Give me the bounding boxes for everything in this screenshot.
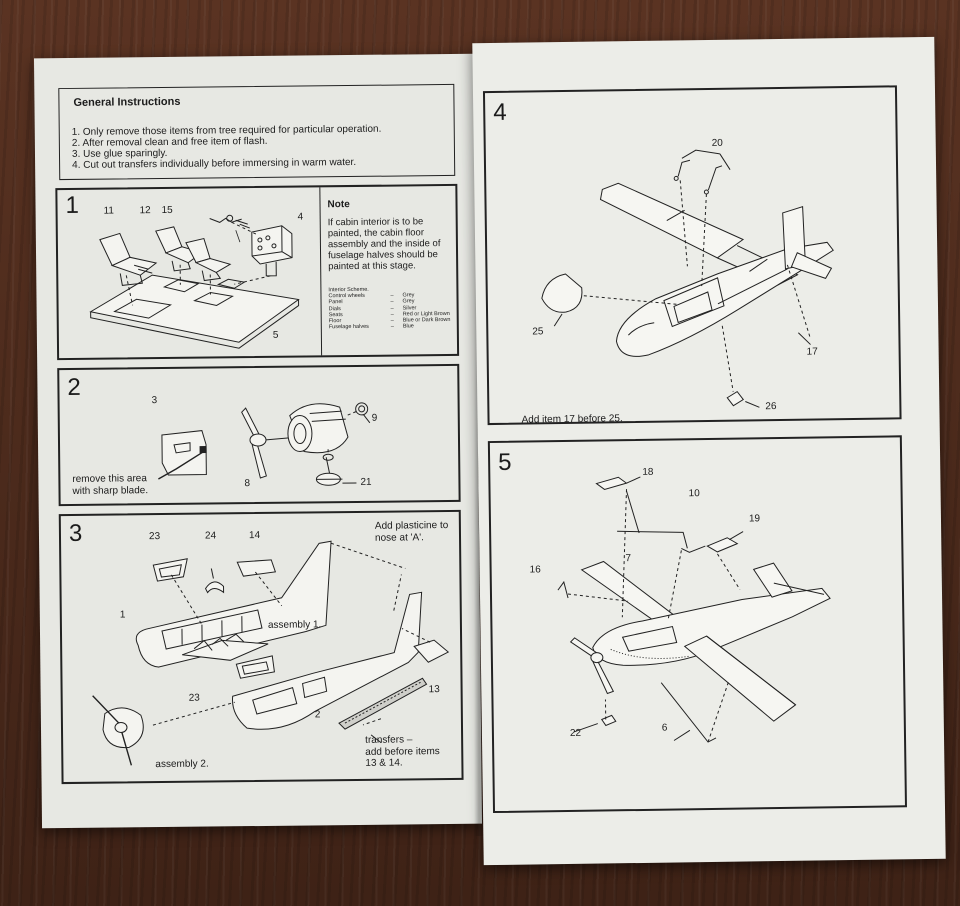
part-label-15: 15 (161, 204, 173, 216)
left-page: General Instructions 1. Only remove thos… (33, 53, 483, 829)
step-1-panel: 1 (55, 183, 460, 361)
part-label-13: 13 (428, 684, 440, 696)
part-label-6: 6 (661, 722, 668, 734)
assembly-2-label: assembly 2. (155, 758, 209, 771)
general-instructions-title: General Instructions (73, 95, 181, 109)
part-label-1: 1 (119, 609, 126, 621)
part-label-24: 24 (204, 530, 217, 542)
part-label-12: 12 (139, 205, 151, 217)
instruction-item: 4. Cut out transfers individually before… (72, 156, 357, 171)
part-label-20: 20 (711, 137, 723, 149)
part-label-7: 7 (625, 553, 632, 565)
part-label-23: 23 (188, 692, 200, 704)
part-label-23: 23 (148, 531, 161, 543)
general-instructions-list: 1. Only remove those items from tree req… (72, 124, 382, 171)
step-3-fuselage-illustration (61, 512, 462, 782)
part-label-18: 18 (642, 466, 654, 478)
step-4-note: Add item 17 before 25. (521, 413, 623, 426)
step-5-panel: 5 (487, 435, 907, 814)
part-label-26: 26 (765, 401, 777, 413)
part-label-2: 2 (314, 709, 321, 721)
step-1-seats-illustration (59, 189, 323, 360)
transfers-note: transfers – add before items 13 & 14. (365, 734, 440, 769)
part-label-3: 3 (151, 395, 158, 407)
remove-area-note: remove this area with sharp blade. (72, 473, 149, 497)
part-label-16: 16 (529, 564, 541, 576)
assembly-1-label: assembly 1. (267, 619, 322, 631)
part-label-4: 4 (297, 211, 304, 223)
part-label-17: 17 (806, 346, 818, 358)
step-2-panel: 2 (57, 363, 461, 507)
part-label-8: 8 (244, 478, 251, 490)
part-label-19: 19 (748, 513, 761, 525)
plasticine-note: Add plasticine to nose at 'A'. (374, 520, 449, 544)
part-label-25: 25 (532, 326, 544, 338)
part-label-10: 10 (688, 488, 700, 500)
note-body: If cabin interior is to be painted, the … (327, 216, 441, 273)
part-label-9: 9 (371, 412, 378, 424)
step-5-aircraft-illustration (490, 437, 905, 811)
part-label-14: 14 (248, 529, 261, 542)
step-4-panel: 4 (482, 85, 902, 426)
step-4-aircraft-illustration (485, 87, 900, 423)
step-2-propeller-illustration (59, 366, 458, 504)
part-label-11: 11 (103, 205, 115, 217)
scheme-row: Fuselage halves–Blue (328, 323, 414, 331)
general-instructions-box: General Instructions 1. Only remove thos… (58, 83, 456, 181)
part-label-21: 21 (360, 476, 372, 488)
right-page: 4 (472, 36, 946, 866)
step-3-panel: 3 (58, 509, 464, 785)
part-label-22: 22 (569, 727, 582, 739)
part-label-5: 5 (272, 329, 279, 341)
note-title: Note (327, 199, 350, 211)
interior-scheme: Interior Scheme. Control wheels–Grey Pan… (328, 286, 450, 331)
